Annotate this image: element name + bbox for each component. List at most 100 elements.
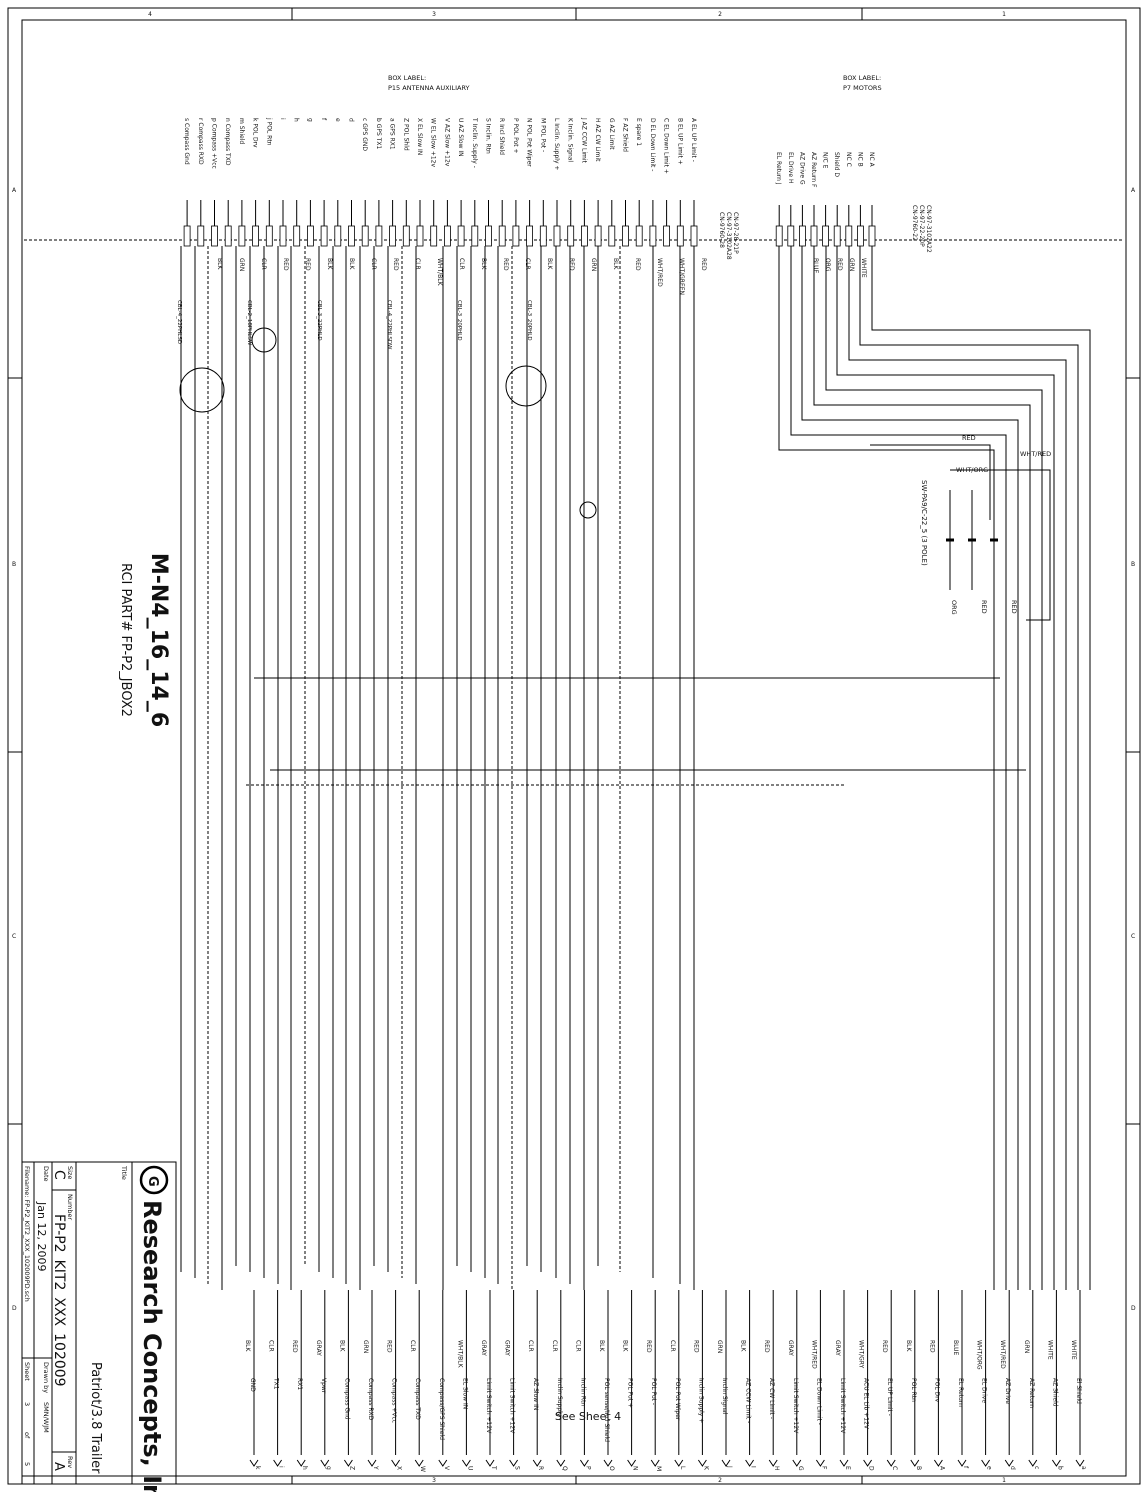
wire-color-label: RED [836,258,843,271]
terminal-wire-color: CLR [268,1340,275,1352]
connector-pin [443,225,451,247]
wire-color-label: RED [568,258,575,271]
pin-label: h [293,118,300,122]
grid-column-label: 3 [432,1477,436,1484]
terminal-wire-color: CLR [527,1340,534,1352]
pin-label: NC A [868,152,875,168]
terminal-label: POL Rtn [910,1378,917,1402]
pin-label: U AZ Slow IN [457,118,464,157]
connector-pin [845,225,853,247]
terminal-wire-color: GRAY [834,1340,841,1356]
connector-pin [822,225,829,247]
grid-row-label: C [1131,933,1135,940]
grid-row-label: B [12,561,16,568]
terminal-arrow-icon [249,1459,259,1467]
terminal-pin: M [655,1466,662,1471]
connector-part-number: CN-97-3102A22 [925,205,932,253]
terminal-wire-color: GRAY [315,1340,322,1356]
connector-pin [526,225,533,247]
connector-pin [553,225,561,247]
terminal-wire-color: GRN [362,1340,369,1353]
connector-pin [375,225,383,247]
cable-label: CBL-3_22PHLD [316,300,322,341]
box-label-p7-line2: P7 MOTORS [843,84,882,92]
connector-pin [635,225,643,247]
sheet-total: 5 [23,1462,31,1466]
terminal-label: Compass Gnd [343,1378,350,1420]
connector-part-number: CN-97-22-20P [918,205,925,247]
wire-color-label: RED [282,258,289,271]
switch-wire-label: RED [980,600,988,614]
wire-color-label: BLUE [812,258,819,274]
pin-label: P POL Pot + [512,118,519,153]
pin-label: d [348,118,355,122]
terminal-arrow-icon [721,1459,731,1467]
inner-border [21,19,1127,1477]
wire-color-label: WHT/RED [656,258,663,287]
terminal-label: EL Slow IN [461,1378,468,1409]
connector-part-number: CN-9760-22 [911,205,918,241]
terminal-arrow-icon [745,1459,755,1467]
grid-row-label: D [1131,1305,1136,1312]
terminal-label: Inclin Rtn [579,1378,586,1406]
terminal-wire-color: WHT/RED [810,1340,817,1369]
pin-label: J AZ CCW Limit [580,117,587,164]
connector-pin [787,225,795,247]
terminal-label: POL Drv [933,1378,940,1403]
wire-color-label: GRN [590,258,597,271]
terminal-label: Limit Switch +12V [509,1378,516,1434]
terminal-label: GND [249,1378,256,1392]
terminal-arrow-icon [556,1459,566,1467]
terminal-pin: Y [372,1465,379,1470]
pin-label: V AZ Slow +12v [443,118,450,167]
connector-pin [833,225,841,247]
terminal-arrow-icon [933,1459,943,1467]
pin-label: H AZ CW Limit [594,118,601,162]
terminal-arrow-icon [320,1459,330,1467]
connector-pin [485,225,492,247]
switch-wire [870,444,991,520]
terminal-wire-color: GRN [1023,1340,1030,1353]
connector-pin [690,225,698,247]
terminal-arrow-icon [414,1459,424,1467]
terminal-arrow-icon [768,1459,778,1467]
pin-label: B EL UP Limit + [676,118,683,165]
pin-label: n Compass TXD [224,118,231,166]
terminal-arrow-icon [815,1459,825,1467]
pin-label: Z POL Shld [402,118,409,151]
wire-color-label: RED [304,258,311,271]
pin-label: W EL Slow +12v [430,118,437,168]
title-caption: Title [120,1165,128,1180]
wire-color-label: RED [392,258,399,271]
terminal-wire-color: BLK [622,1340,629,1352]
pin-label: D EL Down Limit - [649,118,656,171]
terminal-pin: G [797,1466,804,1471]
connector-pin [498,225,506,247]
motor-wire [871,246,1091,1290]
terminal-label: POL sense/Incl Shield [603,1378,610,1442]
grid-column-label: 3 [432,11,436,18]
grid-row-label: A [12,187,17,194]
pin-label: i [279,118,286,120]
switch-wire-label: WHT/RED [1020,450,1051,458]
switch-wire-label: ORG [950,600,958,615]
connector-pin [622,225,629,247]
wire-color-label: CLR [370,258,377,270]
terminal-arrow-icon [485,1459,495,1467]
pin-label: N POL Pot Wiper [526,118,533,167]
terminal-label: AZ CCW Limit - [745,1378,752,1423]
terminal-wire-color: WHT/ORG [976,1340,983,1370]
connector-pin [471,225,479,247]
terminal-wire-color: WHITE [1070,1340,1077,1360]
pin-label: j POL Rtn [265,117,272,146]
wire-color-label: RED [502,258,509,271]
connector-pin [430,225,438,247]
terminal-arrow-icon [981,1459,991,1467]
connector-pin [361,225,369,247]
terminal-arrow-icon [296,1459,306,1467]
terminal-label: EL Drive [981,1378,988,1403]
pin-label: NC B [856,152,863,167]
switch-part-label: SW-PA9/C-22_5 (3 POLE) [920,480,928,566]
terminal-pin: A [938,1466,945,1471]
